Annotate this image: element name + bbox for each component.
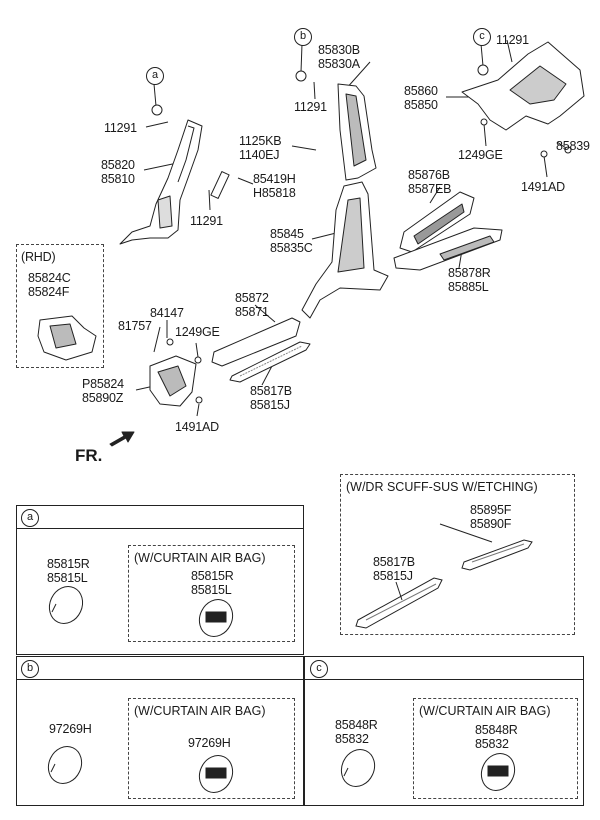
part-label: 97269H: [49, 722, 92, 736]
front-arrow: [109, 431, 135, 447]
part-label: 11291: [104, 121, 137, 135]
cover-b-plain: [47, 746, 83, 784]
part-label: 1249GE: [175, 325, 220, 339]
rhd-title: (RHD): [21, 250, 56, 264]
leader-a: [153, 83, 157, 107]
part-label: 1491AD: [521, 180, 565, 194]
panel-a-tag: a: [21, 509, 39, 527]
front-sill-trim: [211, 317, 301, 367]
callout-a: a: [146, 67, 164, 85]
panel-c-airbag-title: (W/CURTAIN AIR BAG): [419, 704, 551, 718]
bracket-85419h: [210, 171, 230, 199]
panel-b-airbag-box: (W/CURTAIN AIR BAG) 97269H: [128, 698, 295, 799]
panel-b-header: b: [16, 656, 304, 680]
panel-c-header: c: [304, 656, 584, 680]
callout-c: c: [473, 28, 491, 46]
panel-b-tag: b: [21, 660, 39, 678]
part-label: 81757: [118, 319, 152, 333]
panel-a-airbag-title: (W/CURTAIN AIR BAG): [134, 551, 266, 565]
panel-b-airbag-title: (W/CURTAIN AIR BAG): [134, 704, 266, 718]
scuff-box-title: (W/DR SCUFF-SUS W/ETCHING): [346, 480, 538, 494]
callout-b: b: [294, 28, 312, 46]
rear-sill-trim: [393, 227, 503, 271]
leader-b: [300, 43, 303, 73]
part-label: 11291: [496, 33, 529, 47]
clip-c: [477, 64, 489, 76]
part-label: 11291: [294, 100, 327, 114]
part-label: 97269H: [188, 736, 231, 750]
part-label: 85839: [556, 139, 590, 153]
part-label: 1491AD: [175, 420, 219, 434]
part-label: 84147: [150, 306, 184, 320]
part-label: 11291: [190, 214, 223, 228]
panel-c-tag: c: [310, 660, 328, 678]
cover-a-plain: [48, 586, 84, 624]
front-indicator: FR.: [75, 446, 103, 465]
panel-a-header: a: [16, 505, 304, 529]
clip-b: [295, 70, 307, 82]
a-pillar-trim: [119, 119, 203, 245]
leader-c: [480, 43, 484, 67]
clip-a: [151, 104, 163, 116]
cover-c-plain: [340, 749, 376, 787]
part-label: 1249GE: [458, 148, 503, 162]
